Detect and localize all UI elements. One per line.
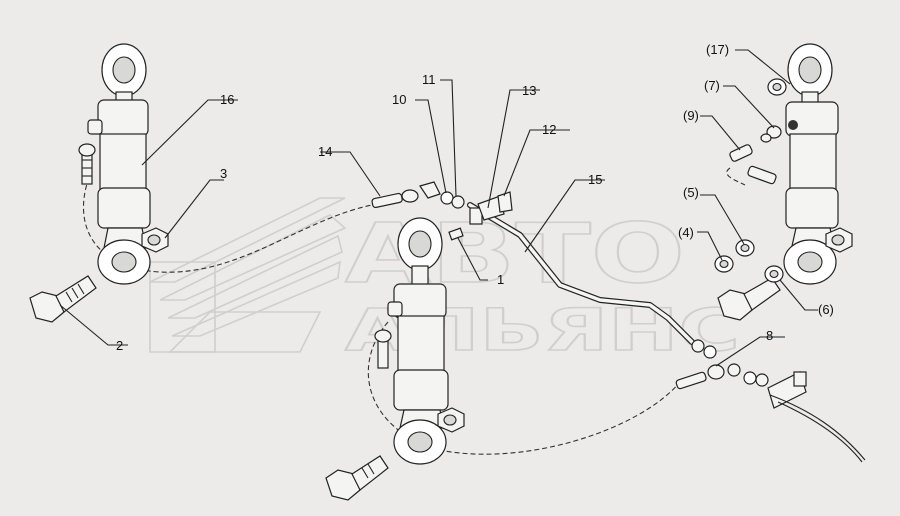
- callout-11: 11: [422, 72, 436, 87]
- right-fittings: [729, 78, 787, 185]
- callout-9: (9): [683, 108, 699, 123]
- watermark-wing-emblem: [149, 197, 347, 353]
- callout-5: (5): [683, 185, 699, 200]
- callout-17: (17): [706, 42, 729, 57]
- right-nut: [825, 227, 853, 253]
- watermark-logo: АВТО АЛЬЯНС: [149, 197, 741, 365]
- callout-leaders: [59, 49, 818, 367]
- left-nut: [141, 227, 169, 253]
- left-hydraulic-cylinder: [78, 43, 151, 285]
- callout-3: 3: [220, 166, 227, 181]
- callout-labels: 16 3 2 14 10 11 13 12 1 15 8 (17) (7) (9…: [116, 42, 834, 353]
- center-nut: [437, 407, 465, 433]
- callout-15: 15: [588, 172, 602, 187]
- hose-lines: [83, 167, 746, 455]
- callout-16: 16: [220, 92, 234, 107]
- right-washers: [714, 239, 755, 273]
- left-cylinder-fitting: [78, 119, 103, 185]
- callout-6: (6): [818, 302, 834, 317]
- lower-right-fittings: [675, 339, 866, 463]
- callout-13: 13: [522, 83, 536, 98]
- callout-2: 2: [116, 338, 123, 353]
- callout-14: 14: [318, 144, 332, 159]
- callout-8: 8: [766, 328, 773, 343]
- center-cylinder-fitting: [374, 301, 403, 369]
- callout-12: 12: [542, 122, 556, 137]
- center-hose-line: [367, 321, 681, 455]
- right-bolt: [717, 265, 784, 321]
- callout-10: 10: [392, 92, 406, 107]
- right-hydraulic-cylinder: [783, 43, 839, 285]
- center-hydraulic-cylinder: [374, 217, 449, 465]
- hydraulic-pipe: [467, 202, 695, 345]
- right-hose-line: [726, 167, 746, 186]
- callout-4: (4): [678, 225, 694, 240]
- left-hose-line: [83, 169, 373, 273]
- left-bolt: [29, 275, 97, 323]
- callout-1: 1: [497, 272, 504, 287]
- center-fittings: [371, 181, 513, 241]
- center-bolt: [325, 455, 389, 501]
- callout-7: (7): [704, 78, 720, 93]
